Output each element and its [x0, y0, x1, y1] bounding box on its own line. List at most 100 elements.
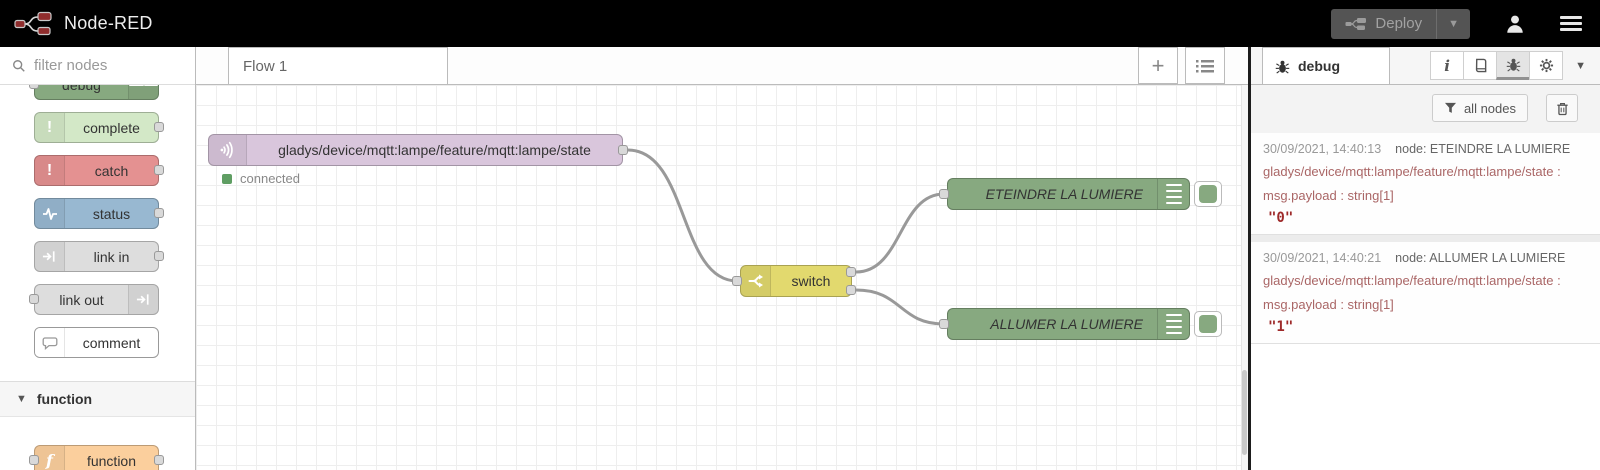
- palette-filter-input[interactable]: [34, 57, 174, 74]
- bug-icon: [1275, 59, 1290, 74]
- sidebar-options-caret[interactable]: ▼: [1575, 59, 1586, 72]
- node-output-port: [154, 208, 164, 218]
- node-palette: debug ! complete ! catch status link i: [0, 47, 196, 470]
- debug-tab-label: debug: [1298, 58, 1340, 74]
- debug-node-allumer[interactable]: ALLUMER LA LUMIERE: [947, 308, 1190, 340]
- mqtt-output-port[interactable]: [618, 145, 628, 155]
- tab-flow-1[interactable]: Flow 1: [228, 47, 448, 84]
- node-output-port: [154, 165, 164, 175]
- message-value: "1": [1268, 319, 1294, 335]
- debug-input-port[interactable]: [939, 189, 949, 199]
- message-value: "0": [1268, 210, 1294, 226]
- deploy-icon: [1345, 17, 1367, 31]
- debug-filter-button[interactable]: all nodes: [1431, 94, 1528, 122]
- flow-tab-label: Flow 1: [243, 57, 288, 75]
- message-payload-meta[interactable]: msg.payload : string[1]: [1263, 297, 1394, 312]
- palette-node-status[interactable]: status: [34, 198, 164, 229]
- node-output-port: [154, 122, 164, 132]
- debug-sidebar-icon: [1157, 309, 1189, 339]
- info-tab-button[interactable]: i: [1430, 51, 1465, 80]
- flow-canvas[interactable]: gladys/device/mqtt:lampe/feature/mqtt:la…: [196, 85, 1248, 470]
- debug-filter-label: all nodes: [1463, 100, 1516, 116]
- palette-category-function[interactable]: ▼ function: [0, 381, 195, 417]
- message-node-name: node: ALLUMER LA LUMIERE: [1395, 251, 1566, 265]
- toggle-pad: [1199, 315, 1217, 333]
- wire-switch-to-eteindre[interactable]: [855, 192, 945, 274]
- bug-icon: [1506, 57, 1521, 72]
- palette-node-comment[interactable]: comment: [34, 327, 159, 358]
- node-input-port: [29, 455, 39, 465]
- message-timestamp: 30/09/2021, 14:40:21: [1263, 251, 1382, 265]
- mqtt-node-label: gladys/device/mqtt:lampe/feature/mqtt:la…: [278, 142, 591, 158]
- main-menu-button[interactable]: [1560, 13, 1582, 34]
- palette-node-function[interactable]: f function: [29, 445, 164, 470]
- palette-node-complete[interactable]: ! complete: [34, 112, 164, 143]
- wire-switch-to-allumer[interactable]: [855, 288, 945, 326]
- wires-layer: [627, 148, 945, 326]
- debug-enable-toggle[interactable]: [1194, 181, 1222, 207]
- node-input-port: [29, 85, 39, 89]
- list-icon: [1196, 59, 1214, 73]
- palette-node-label: catch: [94, 162, 129, 179]
- canvas-scrollbar[interactable]: [1241, 85, 1248, 470]
- wire-mqtt-to-switch[interactable]: [627, 148, 738, 283]
- flow-editor: Flow 1 + gladys/device/mqtt:lampe/featur…: [196, 47, 1248, 470]
- debug-tab-button[interactable]: [1496, 51, 1531, 80]
- debug-node-eteindre[interactable]: ETEINDRE LA LUMIERE: [947, 178, 1190, 210]
- switch-input-port[interactable]: [732, 276, 742, 286]
- message-topic: gladys/device/mqtt:lampe/feature/mqtt:la…: [1263, 164, 1561, 179]
- palette-node-label: complete: [83, 119, 140, 136]
- debug-sidebar-icon: [1157, 179, 1189, 209]
- palette-node-link-out[interactable]: link out: [29, 284, 159, 315]
- link-arrow-icon: [35, 242, 65, 271]
- message-payload-meta[interactable]: msg.payload : string[1]: [1263, 188, 1394, 203]
- clear-messages-button[interactable]: [1546, 94, 1578, 122]
- switch-output-port-1[interactable]: [846, 267, 856, 277]
- palette-node-label: function: [86, 452, 137, 469]
- config-tab-button[interactable]: [1529, 51, 1564, 80]
- gear-icon: [1539, 58, 1554, 73]
- message-timestamp: 30/09/2021, 14:40:13: [1263, 142, 1382, 156]
- switch-node[interactable]: switch: [740, 265, 852, 297]
- chevron-down-icon: ▼: [16, 393, 27, 405]
- mqtt-node-status: connected: [222, 171, 300, 186]
- add-flow-button[interactable]: +: [1138, 47, 1178, 84]
- debug-enable-toggle[interactable]: [1194, 311, 1222, 337]
- sidebar-resize-handle[interactable]: [1248, 47, 1251, 470]
- debug-message[interactable]: 30/09/2021, 14:40:21 node: ALLUMER LA LUM…: [1251, 242, 1600, 344]
- node-input-port: [29, 294, 39, 304]
- app-brand: Node-RED: [14, 10, 153, 38]
- palette-node-label: link in: [93, 248, 130, 265]
- debug-input-port[interactable]: [939, 319, 949, 329]
- deploy-button[interactable]: Deploy ▼: [1331, 8, 1470, 39]
- comment-bubble-icon: [35, 328, 65, 357]
- status-dot-connected: [222, 173, 232, 184]
- scrollbar-thumb[interactable]: [1242, 370, 1247, 455]
- palette-filter: [0, 47, 195, 85]
- pulse-icon: [35, 199, 65, 228]
- palette-node-link-in[interactable]: link in: [34, 241, 164, 272]
- node-red-logo-icon: [14, 10, 56, 38]
- info-icon: i: [1444, 56, 1450, 75]
- book-icon: [1473, 58, 1488, 73]
- debug-toolbar: all nodes: [1251, 85, 1600, 133]
- help-tab-button[interactable]: [1463, 51, 1498, 80]
- palette-node-debug[interactable]: debug: [29, 85, 159, 100]
- user-button[interactable]: [1504, 13, 1526, 35]
- plus-icon: +: [1151, 52, 1165, 78]
- palette-node-label: comment: [82, 334, 141, 351]
- palette-scroll-area[interactable]: debug ! complete ! catch status link i: [0, 85, 195, 470]
- tab-debug[interactable]: debug: [1262, 47, 1390, 84]
- flow-list-button[interactable]: [1185, 47, 1225, 84]
- switch-output-port-2[interactable]: [846, 285, 856, 295]
- debug-sidebar: debug i ▼ all nodes 30/09/2021, 14: [1251, 47, 1600, 470]
- search-icon: [12, 59, 26, 73]
- deploy-options-caret[interactable]: ▼: [1436, 8, 1470, 39]
- mqtt-in-node[interactable]: gladys/device/mqtt:lampe/feature/mqtt:la…: [208, 134, 623, 166]
- palette-node-label: link out: [59, 291, 104, 308]
- hamburger-menu-icon: [1560, 13, 1582, 34]
- palette-node-catch[interactable]: ! catch: [34, 155, 164, 186]
- node-output-port: [154, 455, 164, 465]
